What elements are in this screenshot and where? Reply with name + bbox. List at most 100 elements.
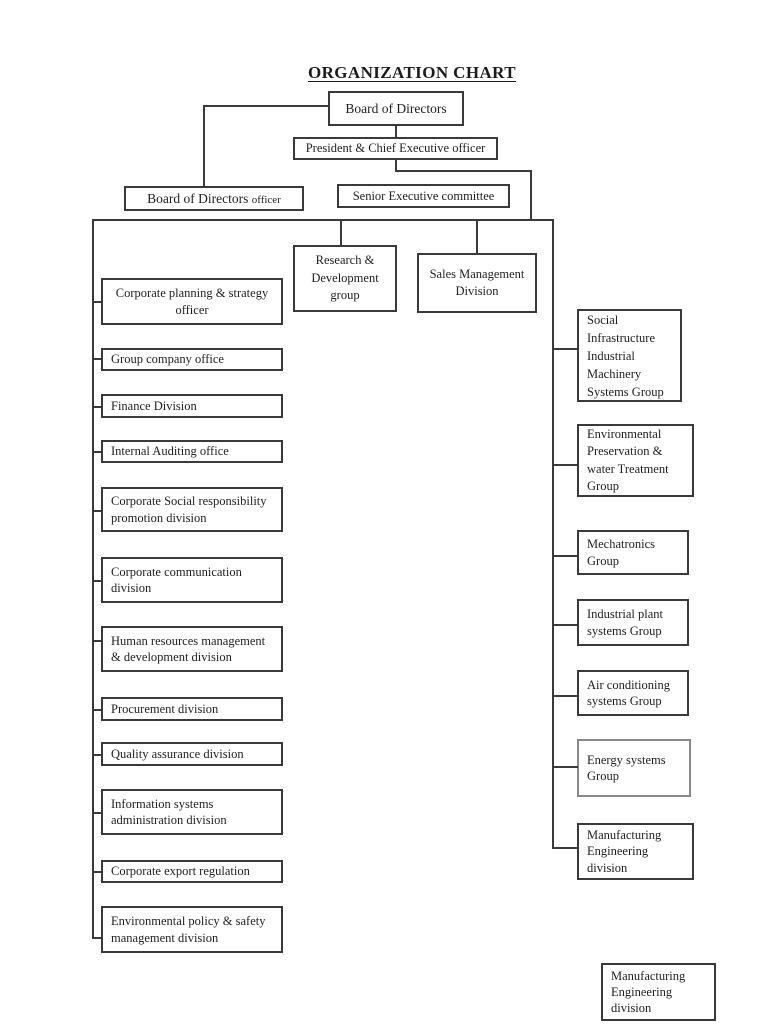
org-node-label-main: Board of Directors <box>147 190 249 206</box>
org-node-label-line: systems Group <box>587 623 662 638</box>
org-node-air-conditioning: Air conditioning systems Group <box>577 670 689 716</box>
org-node-label-line: & development division <box>111 650 232 664</box>
org-node-label-line: management division <box>111 930 219 945</box>
org-node-label-line: Group <box>587 479 619 493</box>
connector-line <box>552 555 578 557</box>
connector-line <box>552 348 578 350</box>
org-node-label-line: Research & <box>315 253 375 268</box>
connector-line <box>92 451 102 453</box>
org-node-senior-committee: Senior Executive committee <box>337 184 510 208</box>
org-node-label-line: Manufacturing <box>611 968 686 983</box>
org-node-label-line: Corporate Social responsibility <box>111 494 267 509</box>
connector-line <box>552 766 578 768</box>
org-node-label-line: Corporate export regulation <box>111 864 250 879</box>
connector-line <box>552 219 554 849</box>
org-node-label-line: Information systems <box>111 796 214 811</box>
org-node-corp-communication: Corporate communication division <box>101 557 283 603</box>
connector-line <box>92 709 102 711</box>
connector-line <box>395 160 397 171</box>
connector-line <box>92 358 102 360</box>
org-node-human-resources: Human resources management & development … <box>101 626 283 672</box>
connector-line <box>552 695 578 697</box>
org-node-label-line: group <box>330 288 360 303</box>
org-node-label-line: Group <box>587 553 619 568</box>
connector-line <box>92 219 554 221</box>
connector-line <box>92 937 102 939</box>
org-node-label-line: Mechatronics <box>587 537 656 552</box>
connector-line <box>92 812 102 814</box>
org-node-label-line: Environmental policy & safety <box>111 914 266 929</box>
connector-line <box>340 219 342 246</box>
org-node-label-line: Engineering <box>611 984 673 999</box>
org-node-procurement: Procurement division <box>101 697 283 721</box>
connector-line <box>530 170 532 220</box>
org-node-label-line: Procurement division <box>111 701 219 716</box>
connector-line <box>552 624 578 626</box>
org-node-label-line: Group company office <box>111 352 224 367</box>
org-node-label-line: Industrial plant <box>587 607 664 622</box>
page-title: ORGANIZATION CHART <box>308 63 516 82</box>
org-node-label-line: Engineering <box>587 844 649 859</box>
org-node-label-line: Manufacturing <box>587 828 662 843</box>
org-node-label-line: Corporate communication <box>111 564 242 579</box>
org-node-label-line: Systems Group <box>587 384 664 399</box>
connector-line <box>203 105 329 107</box>
connector-line <box>92 406 102 408</box>
org-node-label-line: President & Chief Executive officer <box>305 141 486 156</box>
org-node-info-systems: Information systems administration divisi… <box>101 789 283 835</box>
org-node-label-line: Human resources management <box>111 633 266 648</box>
connector-line <box>92 754 102 756</box>
org-node-label-line: Air conditioning <box>587 677 670 692</box>
org-node-label-line: Internal Auditing office <box>111 444 229 459</box>
org-node-label-line: promotion division <box>111 510 207 525</box>
connector-line <box>92 580 102 582</box>
org-node-board-officer: Board of Directors officer <box>124 186 304 211</box>
org-node-label-line: Finance Division <box>111 398 197 413</box>
org-node-label-line: Board of Directors <box>345 100 447 116</box>
org-node-label-line: Energy systems <box>587 752 666 767</box>
connector-line <box>92 219 94 939</box>
org-node-finance: Finance Division <box>101 394 283 418</box>
connector-line <box>395 170 532 172</box>
org-node-board: Board of Directors <box>328 91 464 126</box>
org-node-label-line: Development <box>311 270 379 285</box>
org-node-label-line: Group <box>587 769 619 783</box>
org-node-label: Board of Directors officer <box>147 190 281 208</box>
org-node-label-line: Sales Management <box>429 266 525 281</box>
connector-line <box>92 510 102 512</box>
org-node-group-company: Group company office <box>101 348 283 371</box>
org-node-quality-assurance: Quality assurance division <box>101 742 283 766</box>
org-node-label-line: Machinery <box>587 366 642 381</box>
org-node-label-line: water Treatment <box>587 461 669 476</box>
org-node-label-line: division <box>111 581 152 595</box>
connector-line <box>92 871 102 873</box>
org-node-label-line: division <box>611 1001 652 1016</box>
connector-line <box>395 126 397 138</box>
org-node-label-line: Senior Executive committee <box>352 188 495 203</box>
connector-line <box>552 847 578 849</box>
org-node-label-line: Environmental <box>587 426 662 441</box>
org-node-label-line: administration division <box>111 813 227 827</box>
org-node-label-line: Division <box>455 284 499 298</box>
connector-line <box>203 105 205 186</box>
org-node-internal-audit: Internal Auditing office <box>101 440 283 463</box>
org-node-label-line: systems Group <box>587 694 662 708</box>
org-node-president: President & Chief Executive officer <box>293 137 498 160</box>
org-node-label-line: Industrial <box>587 348 635 363</box>
org-node-label-line: officer <box>175 302 209 317</box>
org-node-label-line: Social <box>587 312 619 327</box>
connector-line <box>552 464 578 466</box>
connector-line <box>476 219 478 254</box>
org-node-label-line: Quality assurance division <box>111 746 244 761</box>
connector-line <box>92 640 102 642</box>
connector-line <box>92 301 102 303</box>
